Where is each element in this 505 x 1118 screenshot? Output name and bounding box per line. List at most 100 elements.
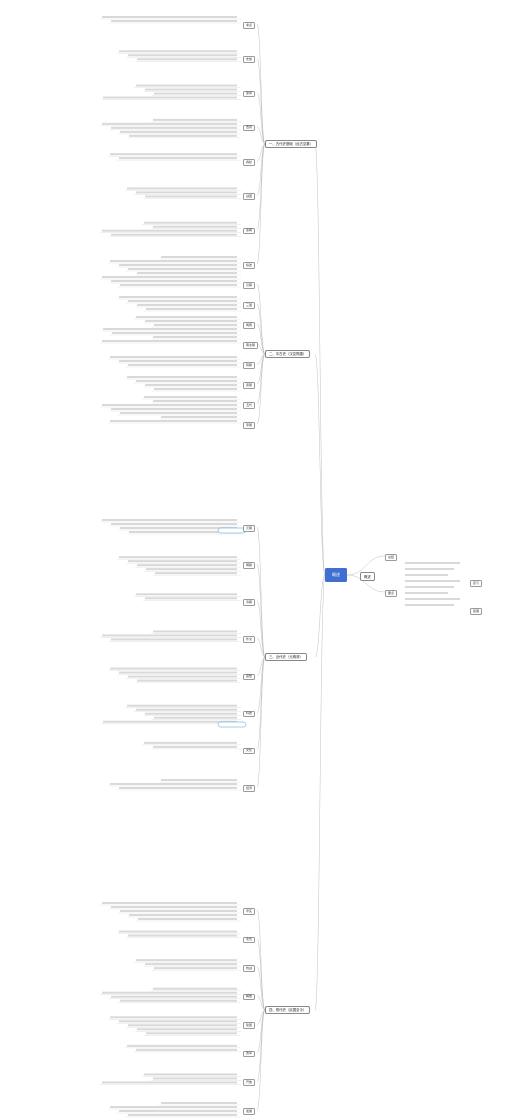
child-node[interactable]: 宋朝 (243, 422, 256, 429)
leaf-text-placeholder (112, 332, 237, 334)
right-note-node[interactable]: 总结 (385, 554, 398, 561)
leaf-text-placeholder (153, 1077, 237, 1080)
child-node[interactable]: 北伐 (243, 936, 256, 944)
right-leaf-placeholder (405, 568, 454, 570)
child-node[interactable]: 三国 (243, 302, 256, 309)
leaf-text-placeholder (161, 416, 237, 418)
leaf-text-placeholder (111, 233, 237, 236)
child-node[interactable]: 明朝 (243, 562, 256, 569)
child-node[interactable]: 建国 (243, 1022, 256, 1029)
leaf-text-placeholder (145, 597, 237, 600)
leaf-text-placeholder (144, 221, 237, 224)
child-connector (256, 353, 266, 385)
child-node[interactable]: 隋朝 (243, 362, 256, 369)
branch-node[interactable]: 二、中古史（汉至隋唐） (265, 350, 311, 359)
child-node[interactable]: 辛亥 (243, 908, 256, 915)
child-connector (256, 656, 266, 676)
subtitle-node[interactable]: 概述 (360, 572, 375, 581)
leaf-text-placeholder (119, 556, 237, 559)
leaf-text-placeholder (136, 191, 237, 194)
leaf-text-placeholder (154, 967, 237, 970)
leaf-text-placeholder (154, 716, 237, 719)
leaf-text-placeholder (153, 336, 237, 338)
child-connector (256, 601, 266, 658)
child-node[interactable]: 两晋 (243, 322, 256, 329)
child-node[interactable]: 综述 (243, 262, 256, 269)
right-note-node[interactable]: 拓展 (470, 608, 483, 615)
leaf-text-placeholder (111, 995, 237, 998)
branch-connector (314, 353, 326, 576)
child-node[interactable]: 科技 (243, 710, 256, 718)
child-connector (256, 303, 266, 355)
child-node[interactable]: 五代 (243, 402, 256, 409)
child-connector (256, 563, 266, 658)
leaf-text-placeholder (144, 396, 237, 398)
child-node[interactable]: 发展 (243, 1108, 256, 1115)
right-leaf-placeholder (405, 604, 454, 606)
child-connector (256, 23, 266, 145)
child-node[interactable]: 改革 (243, 1050, 256, 1058)
child-node[interactable]: 战国 (243, 193, 256, 201)
child-node[interactable]: 史前 (243, 56, 256, 63)
right-leaf-placeholder (405, 598, 460, 600)
right-note-node[interactable]: 复习 (470, 580, 483, 587)
child-connector (256, 353, 266, 405)
leaf-text-placeholder (144, 741, 237, 744)
leaf-text-placeholder (119, 1020, 237, 1023)
leaf-text-placeholder (119, 264, 237, 266)
leaf-text-placeholder (110, 260, 237, 262)
child-connector (256, 126, 266, 145)
leaf-text-placeholder (128, 675, 237, 678)
child-node[interactable]: 元朝 (243, 525, 256, 532)
leaf-text-placeholder (103, 720, 237, 723)
leaf-text-placeholder (128, 54, 237, 57)
child-node[interactable]: 春秋 (243, 159, 256, 166)
right-leaf-placeholder (405, 580, 460, 582)
child-node[interactable]: 唐朝 (243, 382, 256, 389)
child-node[interactable]: 秦朝 (243, 227, 256, 235)
leaf-text-placeholder (128, 1114, 237, 1116)
leaf-text-placeholder (110, 356, 237, 358)
leaf-text-placeholder (154, 324, 237, 326)
leaf-text-placeholder (111, 20, 237, 22)
leaf-text-placeholder (119, 50, 237, 53)
child-node[interactable]: 经济 (243, 785, 256, 792)
child-node[interactable]: 外交 (243, 636, 256, 644)
leaf-text-placeholder (154, 92, 237, 95)
branch-node[interactable]: 四、现代史（民国至今） (265, 1006, 311, 1015)
leaf-text-placeholder (102, 229, 237, 232)
child-node[interactable]: 汉朝 (243, 282, 256, 289)
branch-node[interactable]: 三、近代史（元明清） (265, 653, 307, 662)
leaf-text-placeholder (128, 300, 237, 302)
child-connector (256, 909, 266, 1011)
child-node[interactable]: 西周 (243, 124, 256, 132)
leaf-text-placeholder (110, 153, 237, 156)
leaf-text-placeholder (137, 1028, 237, 1031)
child-node[interactable]: 解放 (243, 993, 256, 1001)
leaf-text-placeholder (136, 593, 237, 596)
child-node[interactable]: 文化 (243, 747, 256, 755)
leaf-text-placeholder (146, 568, 237, 571)
leaf-text-placeholder (136, 84, 237, 87)
leaf-text-placeholder (128, 560, 237, 563)
leaf-text-placeholder (110, 1016, 237, 1019)
leaf-text-placeholder (128, 364, 237, 366)
leaf-text-placeholder (119, 671, 237, 674)
leaf-text-placeholder (110, 420, 237, 422)
child-node[interactable]: 夏商 (243, 90, 256, 98)
right-note-node[interactable]: 要点 (385, 590, 398, 597)
leaf-text-placeholder (145, 712, 237, 715)
child-node[interactable]: 抗战 (243, 965, 256, 972)
leaf-text-placeholder (161, 1102, 237, 1104)
child-node[interactable]: 清朝 (243, 599, 256, 606)
leaf-text-placeholder (137, 679, 237, 682)
center-node[interactable]: 概述 (325, 568, 347, 582)
child-connector (256, 638, 266, 658)
child-connector (256, 143, 266, 196)
child-node[interactable]: 开放 (243, 1079, 256, 1087)
child-node[interactable]: 南北朝 (243, 342, 259, 349)
child-connector (256, 143, 266, 265)
branch-node[interactable]: 一、古代史基础（远古至秦） (265, 140, 318, 149)
child-node[interactable]: 考点 (243, 22, 256, 29)
child-node[interactable]: 思想 (243, 673, 256, 681)
